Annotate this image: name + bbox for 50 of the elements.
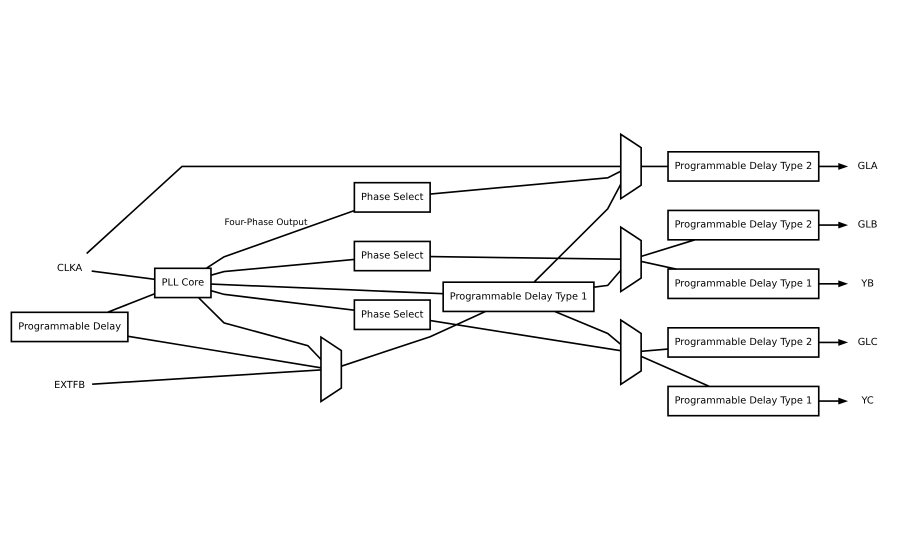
connector [534,184,622,282]
connector [210,258,354,276]
node-text: EXTFB [54,380,86,392]
connector [210,283,444,295]
edge-label: Four-Phase Output [224,218,308,228]
node-text: CLKA [57,262,82,274]
node-box: Programmable Delay Type 2 [667,326,820,358]
connector [198,297,322,360]
node-box: PLL Core [154,267,212,298]
node-trapezoid [620,226,642,294]
arrow [819,163,848,170]
arrow [819,398,848,404]
node-box: Programmable Delay Type 1 [667,268,820,300]
node-text: GLB [858,220,878,231]
node-text: GLC [858,336,878,348]
connector [430,320,621,352]
connector [640,239,696,258]
node-trapezoid [320,336,342,403]
node-text: GLA [858,160,878,172]
connector [108,292,156,313]
node-box: Phase Select [354,182,431,213]
connector [554,310,622,345]
node-box: Programmable Delay Type 2 [667,210,820,241]
arrow [819,280,848,288]
arrow [819,222,848,229]
node-box: Phase Select [354,299,431,330]
connector [206,210,355,269]
connector [640,356,710,388]
connector [430,256,621,260]
connector [641,260,676,270]
connector [86,166,621,254]
connector [92,270,155,280]
connector [341,310,486,367]
node-box: Programmable Delay [10,311,129,342]
node-box: Programmable Delay Type 1 [667,386,820,417]
node-trapezoid [620,132,642,200]
connector [430,170,622,195]
connector [641,166,668,168]
connector [594,270,622,288]
node-box: Programmable Delay Type 1 [442,281,595,312]
connector [210,290,354,311]
node-trapezoid [620,318,642,386]
node-box: Programmable Delay Type 2 [667,150,820,182]
node-text: YC [862,396,874,407]
connector [128,336,322,369]
node-box: Phase Select [354,240,431,272]
arrow [819,338,848,346]
connector [641,348,668,352]
node-text: YB [861,278,874,290]
connector [92,369,321,386]
